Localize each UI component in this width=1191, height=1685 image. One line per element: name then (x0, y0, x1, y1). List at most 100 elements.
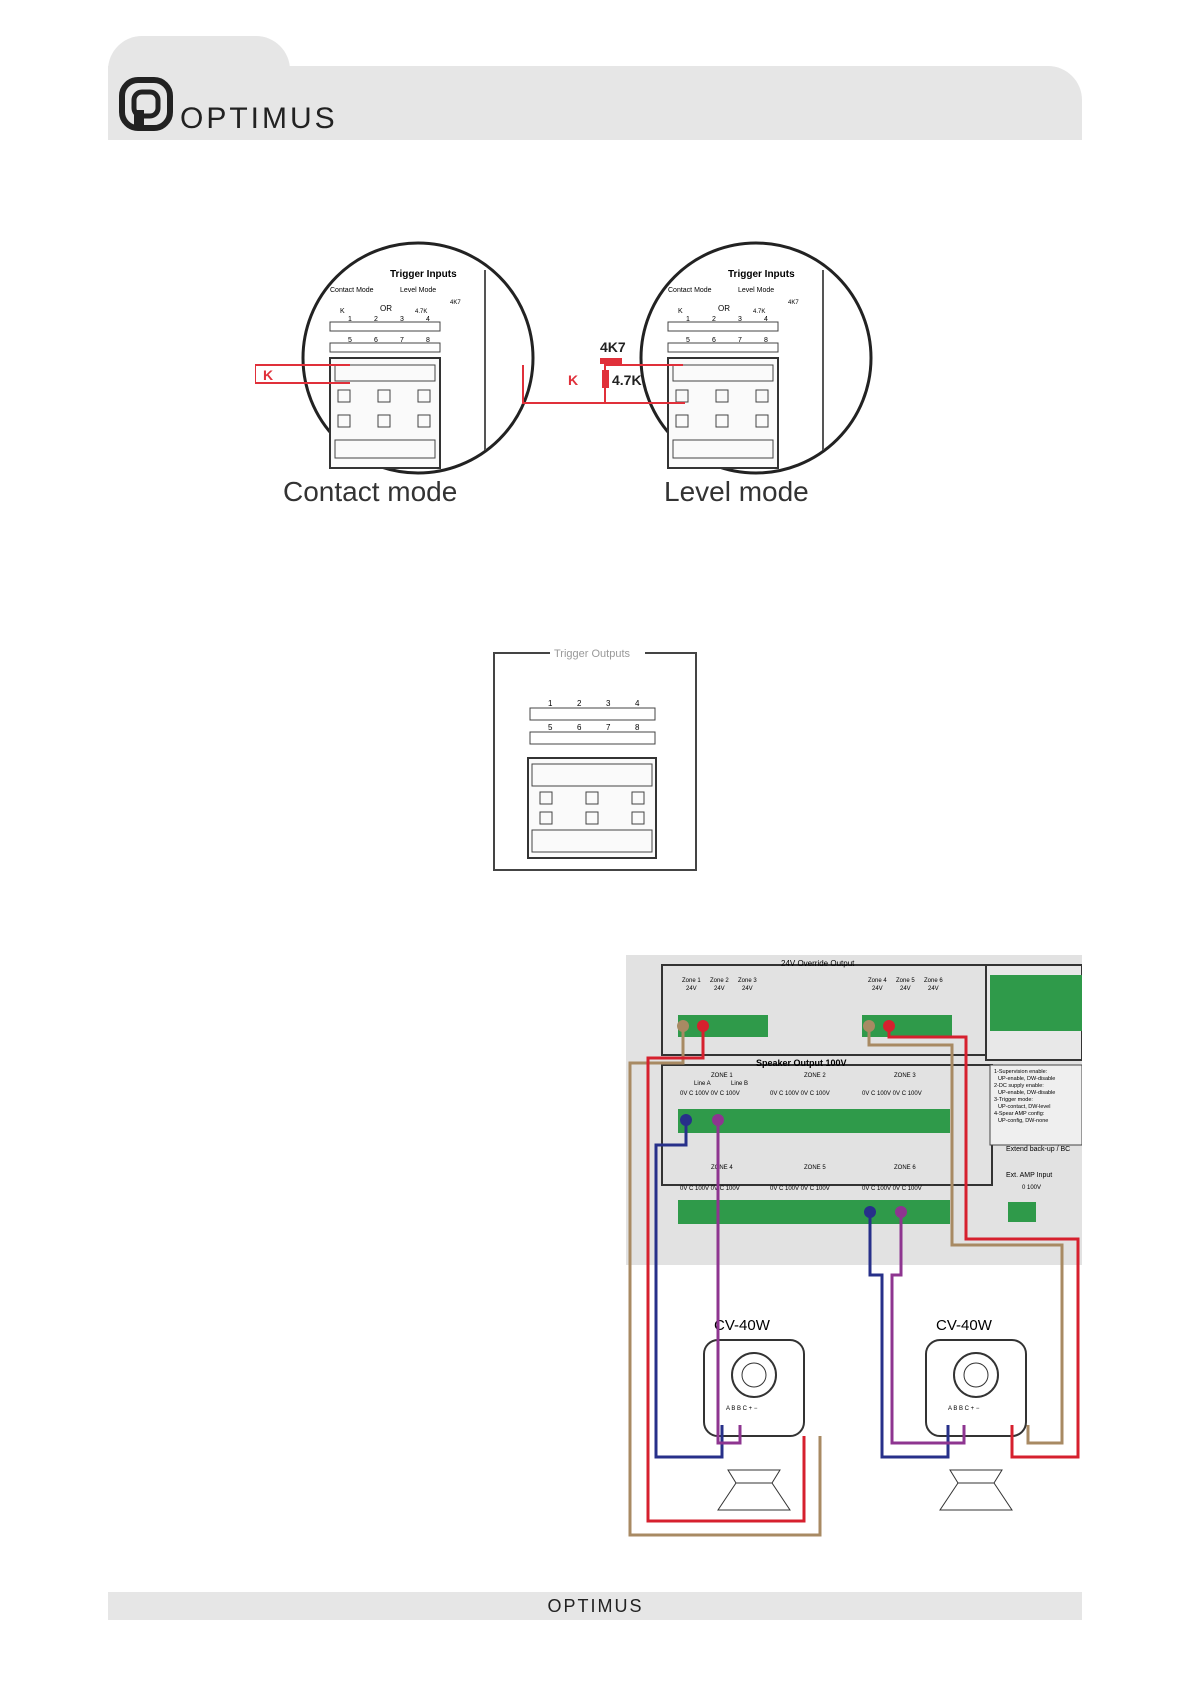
wire-tan-right (867, 1026, 1064, 1445)
dip-note: UP-enable, DW-disable (998, 1090, 1055, 1096)
num: 3 (738, 316, 742, 323)
footer-band (108, 1592, 1082, 1620)
header-band (108, 66, 1082, 140)
zone-label: ZONE 4 (711, 1165, 733, 1171)
dip-note: UP-contact, DW-level (998, 1104, 1050, 1110)
speaker-title: Speaker Output 100V (756, 1058, 847, 1068)
num: 1 (686, 316, 690, 323)
zone-override-label: Zone 3 (738, 978, 757, 984)
wire-blue-left (654, 1120, 724, 1459)
ext-amp-terms: 0 100V (1022, 1185, 1041, 1191)
dip-note: 1-Supervision enable: (994, 1069, 1048, 1075)
ext-k-label: K (263, 367, 273, 383)
line-b: Line B (731, 1081, 748, 1087)
speaker-wiring-diagram: 24V Override Output Zone 1 Zone 2 Zone 3… (626, 955, 1082, 1537)
num: 4 (764, 316, 768, 323)
zone-override-label: Zone 6 (924, 978, 943, 984)
wire-purple-left (716, 1120, 742, 1445)
num: 5 (348, 337, 352, 344)
num: 5 (548, 723, 553, 732)
speaker-left: CV-40W A B B C + − (703, 1317, 805, 1511)
num: 1 (348, 316, 352, 323)
zone-override-v: 24V (872, 986, 883, 992)
num: 7 (606, 723, 611, 732)
level-mode-circle: Trigger Inputs Contact Mode Level Mode O… (639, 241, 873, 475)
num: 7 (400, 337, 404, 344)
resistor-small-label: 4K7 (788, 300, 799, 306)
zone-override-v: 24V (928, 986, 939, 992)
speaker-model-label: CV-40W (714, 1317, 771, 1334)
speaker-right: CV-40W A B B C + − (925, 1317, 1027, 1511)
num: 4 (635, 699, 640, 708)
num: 2 (577, 699, 582, 708)
optimus-logo (119, 77, 173, 131)
zone-override-v: 24V (742, 986, 753, 992)
contact-mode-caption: Contact mode (283, 476, 458, 507)
num: 6 (374, 337, 378, 344)
footer-brand: OPTIMUS (547, 1596, 644, 1616)
level-mode-caption: Level mode (664, 476, 809, 507)
num: 3 (606, 699, 611, 708)
or-label: OR (380, 304, 392, 313)
wire-purple-right (890, 1212, 966, 1445)
wire-red-right (887, 1026, 1080, 1459)
dip-note: UP-enable, DW-disable (998, 1076, 1055, 1082)
contact-mode-external: K (255, 364, 350, 384)
ext-amp-label: Ext. AMP Input (1006, 1172, 1052, 1179)
brand-name: OPTIMUS (180, 102, 338, 135)
level-mode-external: 4K7 4.7K K (522, 339, 685, 404)
num: 8 (635, 723, 640, 732)
num: 7 (738, 337, 742, 344)
zone-label: ZONE 6 (894, 1165, 916, 1171)
num: 3 (400, 316, 404, 323)
line-a: Line A (694, 1081, 711, 1087)
terminal-labels: 0V C 100V 0V C 100V (770, 1091, 830, 1097)
speaker-terms: A B B C + − (726, 1406, 758, 1412)
num: 4 (426, 316, 430, 323)
zone-label: ZONE 3 (894, 1073, 916, 1079)
zone-override-label: Zone 1 (682, 978, 701, 984)
speaker-terms: A B B C + − (948, 1406, 980, 1412)
trigger-inputs-figure: Trigger Inputs Contact Mode Level Mode O… (255, 241, 873, 475)
zone-override-v: 24V (714, 986, 725, 992)
contact-mode-label: Contact Mode (330, 287, 374, 294)
level-mode-label: Level Mode (400, 287, 436, 294)
zone-override-v: 24V (686, 986, 697, 992)
contact-mode-label: Contact Mode (668, 287, 712, 294)
num: 8 (764, 337, 768, 344)
resistor-value-label: 4.7K (415, 309, 427, 315)
zone-override-label: Zone 5 (896, 978, 915, 984)
num: 8 (426, 337, 430, 344)
override-title: 24V Override Output (781, 959, 855, 968)
terminal-labels: 0V C 100V 0V C 100V (862, 1091, 922, 1097)
resistor-value-label: 4.7K (753, 309, 765, 315)
num: 6 (712, 337, 716, 344)
ext-4-7k-label: 4.7K (612, 372, 642, 388)
num: 5 (686, 337, 690, 344)
dip-note: 4-Spear AMP config: (994, 1111, 1045, 1117)
dip-note: 2-DC supply enable: (994, 1083, 1044, 1089)
k-label: K (678, 308, 683, 315)
zone-label: ZONE 2 (804, 1073, 826, 1079)
terminal-labels: 0V C 100V 0V C 100V (862, 1186, 922, 1192)
trigger-inputs-title: Trigger Inputs (390, 269, 457, 280)
dip-note: 3-Trigger mode: (994, 1097, 1033, 1103)
contact-mode-circle: Trigger Inputs Contact Mode Level Mode O… (301, 241, 535, 475)
dip-note: UP-config, DW-none (998, 1118, 1048, 1124)
num: 6 (577, 723, 582, 732)
num: 1 (548, 699, 553, 708)
trigger-inputs-title: Trigger Inputs (728, 269, 795, 280)
terminal-labels: 0V C 100V 0V C 100V (770, 1186, 830, 1192)
trigger-outputs-figure: Trigger Outputs 1 2 3 4 5 6 7 8 (493, 648, 697, 871)
terminal-labels: 0V C 100V 0V C 100V (680, 1186, 740, 1192)
extend-label: Extend back-up / BC (1006, 1146, 1070, 1153)
speaker-model-label: CV-40W (936, 1317, 993, 1334)
ext-k-label: K (568, 372, 578, 388)
zone-override-label: Zone 4 (868, 978, 887, 984)
zone-override-label: Zone 2 (710, 978, 729, 984)
trigger-outputs-title: Trigger Outputs (554, 648, 631, 660)
terminal-labels: 0V C 100V 0V C 100V (680, 1091, 740, 1097)
zone-override-v: 24V (900, 986, 911, 992)
ext-4k7-label: 4K7 (600, 339, 626, 355)
k-label: K (340, 308, 345, 315)
